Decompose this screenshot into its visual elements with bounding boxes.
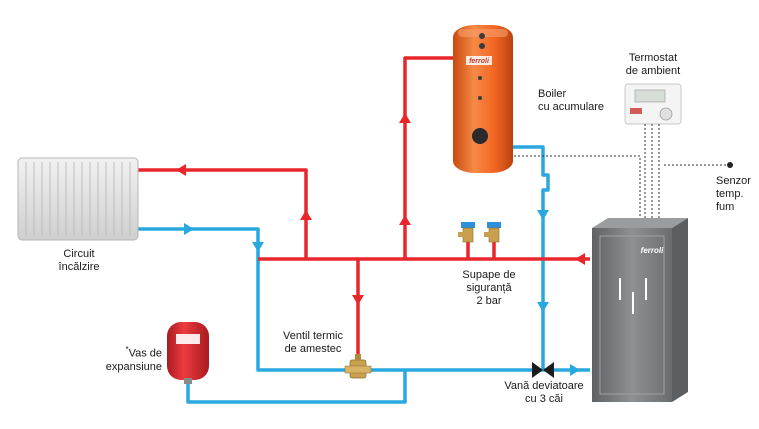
label-mixing-valve-line2: de amestec xyxy=(284,343,342,355)
label-diverter-valve-line1: Vană deviatoare xyxy=(504,380,584,392)
room-thermostat xyxy=(624,83,682,125)
safety-valve-right xyxy=(484,222,501,243)
label-flue-sensor-line3: fum xyxy=(716,201,735,213)
label-thermostat-line2: de ambient xyxy=(625,65,681,77)
expansion-asterisk: * xyxy=(125,345,129,354)
label-heating-circuit: Circuit încălzire xyxy=(44,248,114,274)
label-flue-sensor: Senzor temp. fum xyxy=(716,175,751,214)
arrow-hot-up-1 xyxy=(300,210,312,220)
arrow-hot-down xyxy=(352,295,364,305)
label-safety-valves-line3: 2 bar xyxy=(476,295,502,307)
hot-pipes xyxy=(138,56,590,365)
cold-return-from-radiator xyxy=(138,227,590,372)
hot-boiler-supply xyxy=(403,56,453,259)
furnace-brand: ferroli xyxy=(641,246,664,255)
label-expansion-vessel-line2: expansiune xyxy=(105,360,162,373)
pellet-furnace: ferroli xyxy=(592,218,688,402)
cold-boiler-outlet xyxy=(512,145,550,370)
label-safety-valves-line1: Supape de xyxy=(462,269,516,281)
expansion-vessel xyxy=(167,322,209,384)
label-mixing-valve: Ventil termic de amestec xyxy=(268,330,358,356)
arrow-hot-left xyxy=(176,164,186,176)
cold-expansion-line xyxy=(186,370,407,404)
label-heating-circuit-line1: Circuit xyxy=(63,248,95,260)
label-safety-valves-line2: siguranță xyxy=(466,282,512,294)
safety-valve-left xyxy=(458,222,475,243)
radiator xyxy=(17,157,139,241)
arrow-cold-right xyxy=(184,223,194,235)
label-expansion-vessel: *Vas de expansiune xyxy=(98,343,162,374)
arrow-cold-down-1 xyxy=(252,242,264,252)
label-thermostat-line1: Termostat xyxy=(628,52,678,64)
label-heating-circuit-line2: încălzire xyxy=(58,261,100,273)
boiler-brand: ferroli xyxy=(469,58,490,65)
arrow-hot-up-3 xyxy=(399,215,411,225)
arrow-hot-left-2 xyxy=(575,253,585,265)
label-storage-boiler: Boiler cu acumulare xyxy=(538,88,604,114)
label-thermostat: Termostat de ambient xyxy=(614,52,692,78)
label-safety-valves: Supape de siguranță 2 bar xyxy=(444,269,534,308)
control-wiring xyxy=(514,124,730,218)
label-diverter-valve: Vană deviatoare cu 3 căi xyxy=(492,380,596,406)
label-diverter-valve-line2: cu 3 căi xyxy=(525,393,563,405)
three-way-diverter-valve xyxy=(532,362,554,378)
safety-valves xyxy=(458,222,501,243)
storage-boiler: ferroli xyxy=(453,25,513,173)
hot-to-safety-valves xyxy=(466,241,496,259)
hot-supply-to-radiator xyxy=(138,168,308,259)
label-storage-boiler-line2: cu acumulare xyxy=(538,101,605,113)
thermostatic-mixing-valve xyxy=(344,354,372,379)
label-expansion-vessel-line1: *Vas de xyxy=(98,343,162,361)
cold-pipes xyxy=(138,145,590,404)
label-storage-boiler-line1: Boiler xyxy=(538,88,567,100)
label-mixing-valve-line1: Ventil termic xyxy=(283,330,343,342)
arrow-cold-down-2 xyxy=(537,210,549,220)
arrow-cold-down-3 xyxy=(537,302,549,312)
label-flue-sensor-line2: temp. xyxy=(716,188,744,200)
label-flue-sensor-line1: Senzor xyxy=(716,175,751,187)
sensor-dot xyxy=(727,162,733,168)
hot-flow-arrows xyxy=(176,113,585,305)
arrow-cold-right-2 xyxy=(570,364,580,376)
expansion-line1-text: Vas de xyxy=(128,347,162,360)
arrow-hot-up-2 xyxy=(399,113,411,123)
cold-flow-arrows xyxy=(184,210,580,376)
